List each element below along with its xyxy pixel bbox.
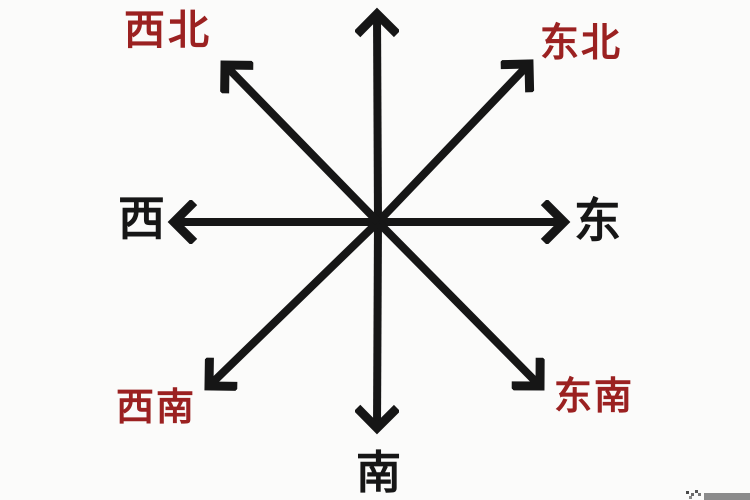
direction-label-south: 南 — [356, 446, 402, 499]
direction-label-northeast: 东北 — [540, 21, 623, 66]
arrow-north — [377, 14, 378, 223]
arrow-northwest — [225, 65, 381, 225]
arrow-southwest — [209, 219, 381, 386]
arrow-south — [377, 221, 378, 428]
direction-label-southwest: 西南 — [116, 385, 197, 429]
direction-label-northwest: 西北 — [124, 6, 212, 54]
watermark-noise — [686, 491, 689, 494]
direction-label-west: 西 — [118, 192, 165, 247]
arrow-northeast — [375, 64, 529, 225]
arrow-southeast — [375, 219, 540, 386]
direction-label-southeast: 东南 — [554, 374, 635, 418]
direction-label-east: 东 — [574, 194, 621, 249]
watermark-bar — [704, 493, 750, 500]
